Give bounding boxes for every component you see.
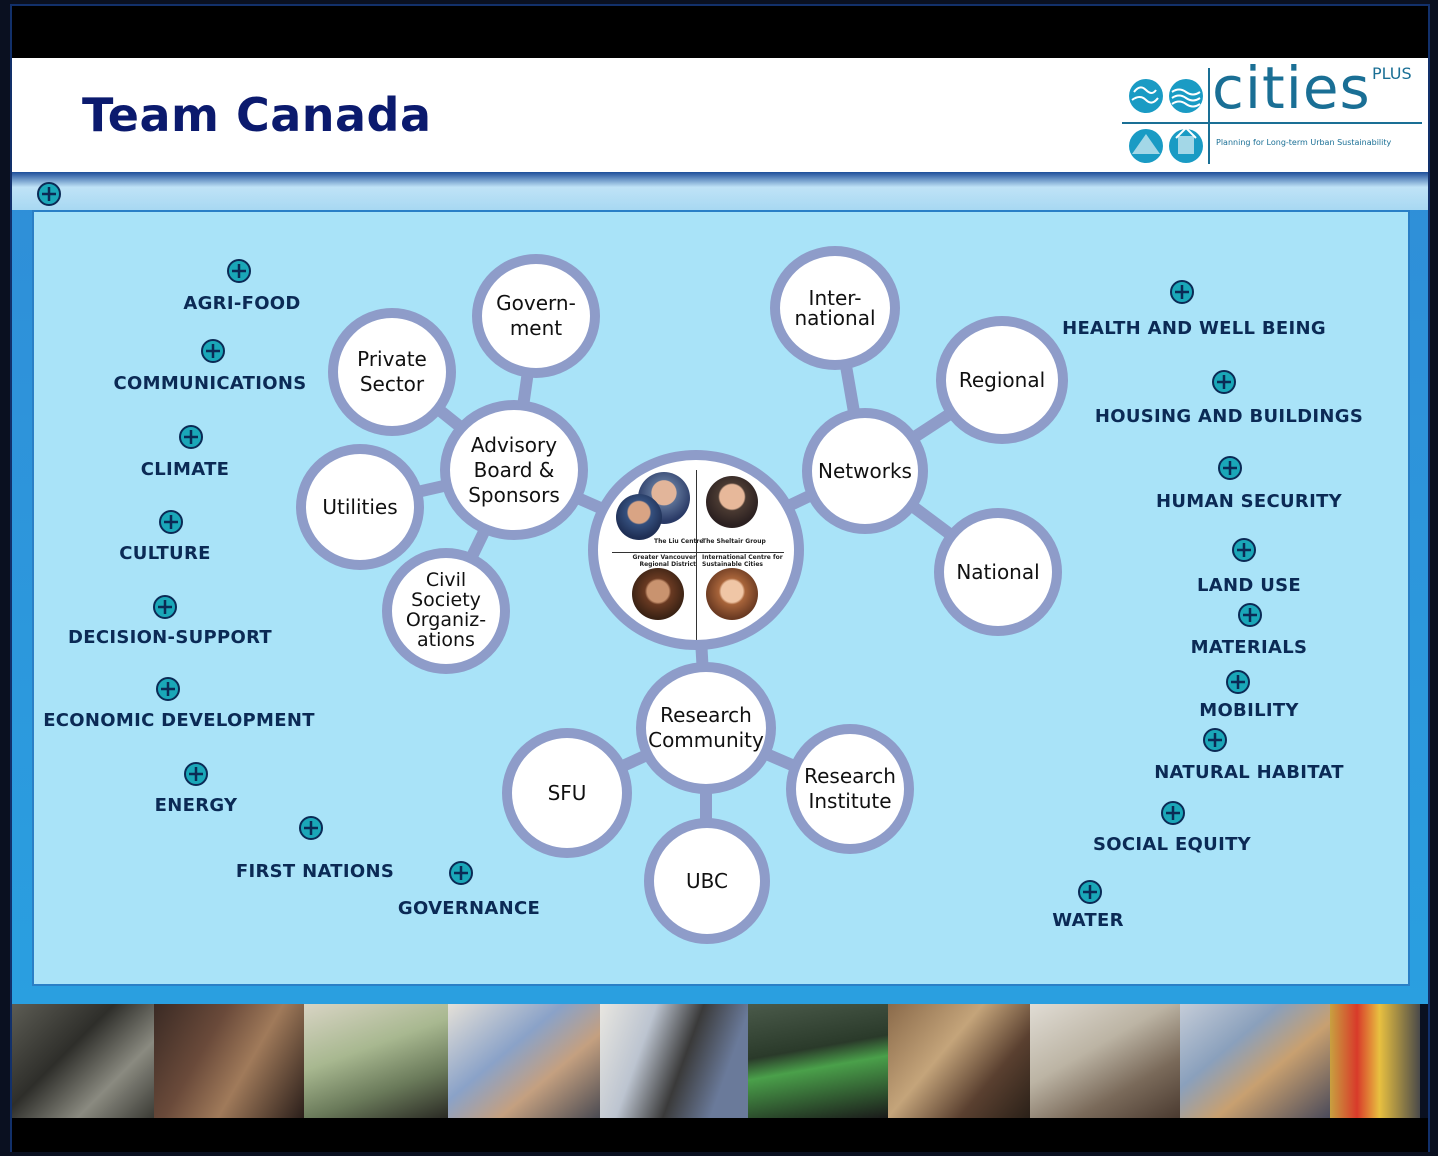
topic-communications[interactable]: COMMUNICATIONS <box>113 373 307 394</box>
plus-circle-icon[interactable] <box>1160 800 1186 826</box>
topic-culture[interactable]: CULTURE <box>119 543 211 564</box>
page-title: Team Canada <box>82 88 432 142</box>
plus-circle-icon[interactable] <box>200 338 226 364</box>
plus-circle-icon[interactable] <box>1231 537 1257 563</box>
hub-portraits: The Liu Centre The Sheltair Group Greate… <box>588 450 804 650</box>
plus-circle-icon[interactable] <box>152 594 178 620</box>
topic-mobility[interactable]: MOBILITY <box>1199 700 1299 721</box>
plus-circle-icon[interactable] <box>155 676 181 702</box>
plus-circle-icon[interactable] <box>1211 369 1237 395</box>
portrait-photo <box>616 494 662 540</box>
hub-divider-vertical <box>696 470 697 640</box>
plus-circle-icon[interactable] <box>1217 455 1243 481</box>
hub-divider-horizontal <box>612 552 784 553</box>
plus-circle-icon[interactable] <box>158 509 184 535</box>
topic-water[interactable]: WATER <box>1052 910 1124 931</box>
topic-social-equity[interactable]: SOCIAL EQUITY <box>1093 834 1251 855</box>
node-research-institute-label: Research Institute <box>804 764 896 813</box>
node-regional-label: Regional <box>958 367 1046 392</box>
topic-climate[interactable]: CLIMATE <box>140 459 230 480</box>
plus-circle-icon[interactable] <box>1202 727 1228 753</box>
bottom-bar <box>12 1118 1428 1152</box>
topic-land-use[interactable]: LAND USE <box>1197 575 1301 596</box>
logo-divider-horizontal <box>1122 122 1422 124</box>
topic-agri-food[interactable]: AGRI-FOOD <box>183 293 301 314</box>
node-sfu: SFU <box>502 728 632 858</box>
node-civil-society-label: Civil Society Organiz- ations <box>405 569 487 651</box>
node-private-sector: Private Sector <box>328 308 456 436</box>
slide-header: Team Canada cities PLUS Planning for Lon… <box>12 54 1428 172</box>
cities-plus-logo: cities PLUS Planning for Long-term Urban… <box>1120 54 1428 172</box>
content-band-header <box>12 172 1428 210</box>
plus-circle-icon[interactable] <box>1169 279 1195 305</box>
topic-first-nations[interactable]: FIRST NATIONS <box>235 861 395 882</box>
portrait-photo <box>706 476 758 528</box>
event-photo <box>448 1004 600 1118</box>
plus-circle-icon[interactable] <box>298 815 324 841</box>
plus-circle-icon[interactable] <box>226 258 252 284</box>
caption-liu-centre: The Liu Centre <box>654 538 704 545</box>
topic-economic-development[interactable]: ECONOMIC DEVELOPMENT <box>43 710 315 731</box>
topic-natural-habitat[interactable]: NATURAL HABITAT <box>1154 762 1344 783</box>
node-research-community-label: Research Community <box>648 703 764 752</box>
node-research-community: Research Community <box>636 662 776 794</box>
event-photo <box>888 1004 1030 1118</box>
node-government: Govern- ment <box>472 254 600 378</box>
caption-gvrd: Greater Vancouver Regional District <box>632 554 696 569</box>
logo-marks-icon <box>1129 79 1203 163</box>
node-advisory-board: Advisory Board & Sponsors <box>440 400 588 540</box>
plus-circle-icon[interactable] <box>448 860 474 886</box>
topic-human-security[interactable]: HUMAN SECURITY <box>1155 491 1343 512</box>
node-advisory-board-label: Advisory Board & Sponsors <box>468 432 560 507</box>
node-ubc: UBC <box>644 818 770 944</box>
logo-divider-vertical <box>1208 68 1210 164</box>
node-ubc-label: UBC <box>686 868 728 893</box>
node-utilities: Utilities <box>296 444 424 570</box>
event-photo <box>1330 1004 1420 1118</box>
event-photo <box>12 1004 154 1118</box>
event-photo <box>748 1004 888 1118</box>
node-research-institute: Research Institute <box>786 724 914 854</box>
event-photo <box>154 1004 304 1118</box>
node-international: Inter- national <box>770 246 900 370</box>
topic-governance[interactable]: GOVERNANCE <box>397 898 541 919</box>
event-photo <box>1180 1004 1330 1118</box>
logo-tagline: Planning for Long-term Urban Sustainabil… <box>1216 138 1392 147</box>
node-civil-society: Civil Society Organiz- ations <box>382 548 510 674</box>
logo-wordmark: cities <box>1212 54 1371 122</box>
node-private-sector-label: Private Sector <box>357 347 427 396</box>
topic-housing-and-buildings[interactable]: HOUSING AND BUILDINGS <box>1094 406 1364 427</box>
caption-sheltair: The Sheltair Group <box>702 538 766 545</box>
top-bar <box>12 6 1428 58</box>
node-networks: Networks <box>802 408 928 534</box>
plus-circle-icon[interactable] <box>183 761 209 787</box>
plus-circle-icon[interactable] <box>178 424 204 450</box>
photo-strip <box>12 1004 1420 1118</box>
portrait-photo <box>706 568 758 620</box>
event-photo <box>600 1004 748 1118</box>
node-utilities-label: Utilities <box>322 494 398 519</box>
plus-circle-icon[interactable] <box>36 181 62 207</box>
node-regional: Regional <box>936 316 1068 444</box>
event-photo <box>1030 1004 1180 1118</box>
logo-superscript: PLUS <box>1372 64 1412 83</box>
node-government-label: Govern- ment <box>496 291 576 340</box>
plus-circle-icon[interactable] <box>1077 879 1103 905</box>
event-photo <box>304 1004 448 1118</box>
node-national: National <box>934 508 1062 636</box>
caption-icsc: International Centre for Sustainable Cit… <box>702 554 783 569</box>
plus-circle-icon[interactable] <box>1225 669 1251 695</box>
topic-decision-support[interactable]: DECISION-SUPPORT <box>67 627 273 648</box>
topic-health-and-well-being[interactable]: HEALTH AND WELL BEING <box>1062 318 1326 339</box>
portrait-photo <box>632 568 684 620</box>
node-sfu-label: SFU <box>547 780 587 805</box>
plus-circle-icon[interactable] <box>1237 602 1263 628</box>
node-national-label: National <box>956 559 1040 584</box>
topic-energy[interactable]: ENERGY <box>154 795 238 816</box>
node-networks-label: Networks <box>818 458 912 483</box>
node-international-label: Inter- national <box>794 286 876 330</box>
topic-materials[interactable]: MATERIALS <box>1190 637 1308 658</box>
